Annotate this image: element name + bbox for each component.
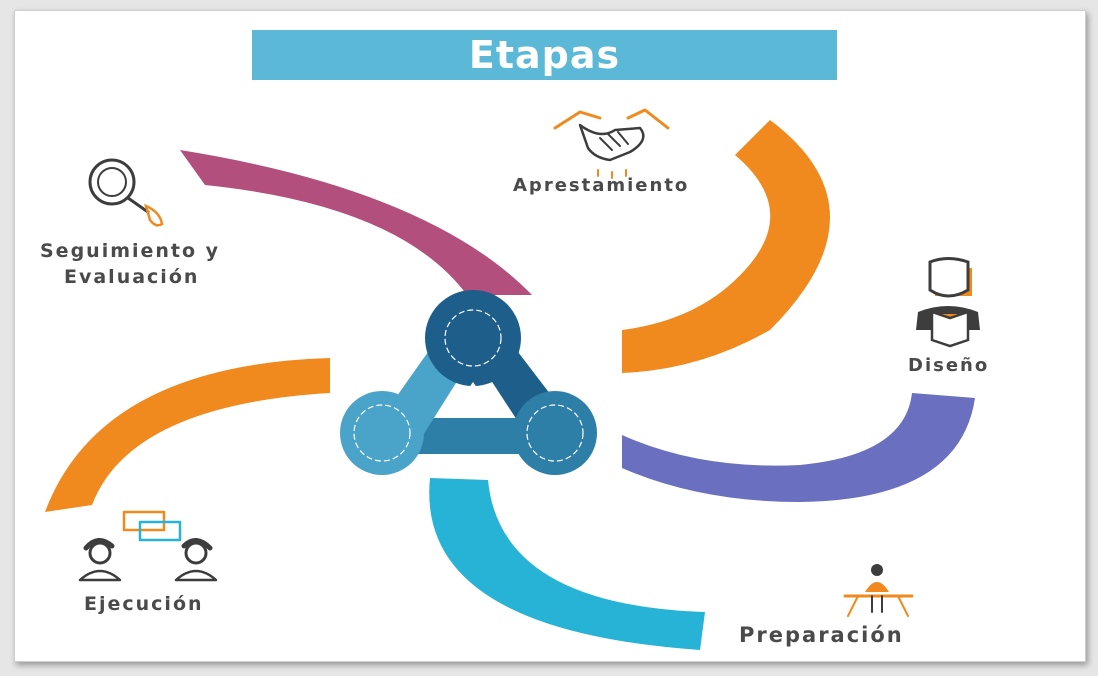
preparacion-arc <box>429 478 705 650</box>
trefoil-center-hole <box>448 382 498 418</box>
title-banner-text: Etapas <box>252 30 837 80</box>
trefoil-node-right <box>513 391 597 475</box>
stage-label-aprestamiento: Aprestamiento <box>513 175 690 196</box>
center-trefoil <box>340 290 597 475</box>
magnifier-icon <box>88 158 164 227</box>
conversation-icon <box>78 510 218 582</box>
reader-icon <box>916 257 980 348</box>
trefoil-node-top <box>425 290 521 386</box>
trefoil-ring-right <box>526 404 584 462</box>
trefoil-ring-top <box>444 309 502 367</box>
slide-canvas <box>14 10 1086 662</box>
trefoil-node-left <box>340 391 424 475</box>
stage-label-ejecucion: Ejecución <box>84 593 204 615</box>
page-title: Etapas <box>468 33 621 77</box>
stage-label-seguimiento-line1: Seguimiento y <box>40 240 221 262</box>
handshake-icon <box>553 108 670 179</box>
stage-label-preparacion: Preparación <box>739 623 904 647</box>
trefoil-ring-left <box>353 404 411 462</box>
stage-label-diseno: Diseño <box>908 355 990 376</box>
aprestamiento-arc <box>622 120 830 373</box>
seguimiento-arc <box>180 150 532 295</box>
ejecucion-arc <box>45 358 330 512</box>
diseno-arc <box>622 393 975 502</box>
stage-label-seguimiento-line2: Evaluación <box>64 266 200 288</box>
title-banner <box>252 30 837 80</box>
presenter-icon <box>843 564 914 617</box>
